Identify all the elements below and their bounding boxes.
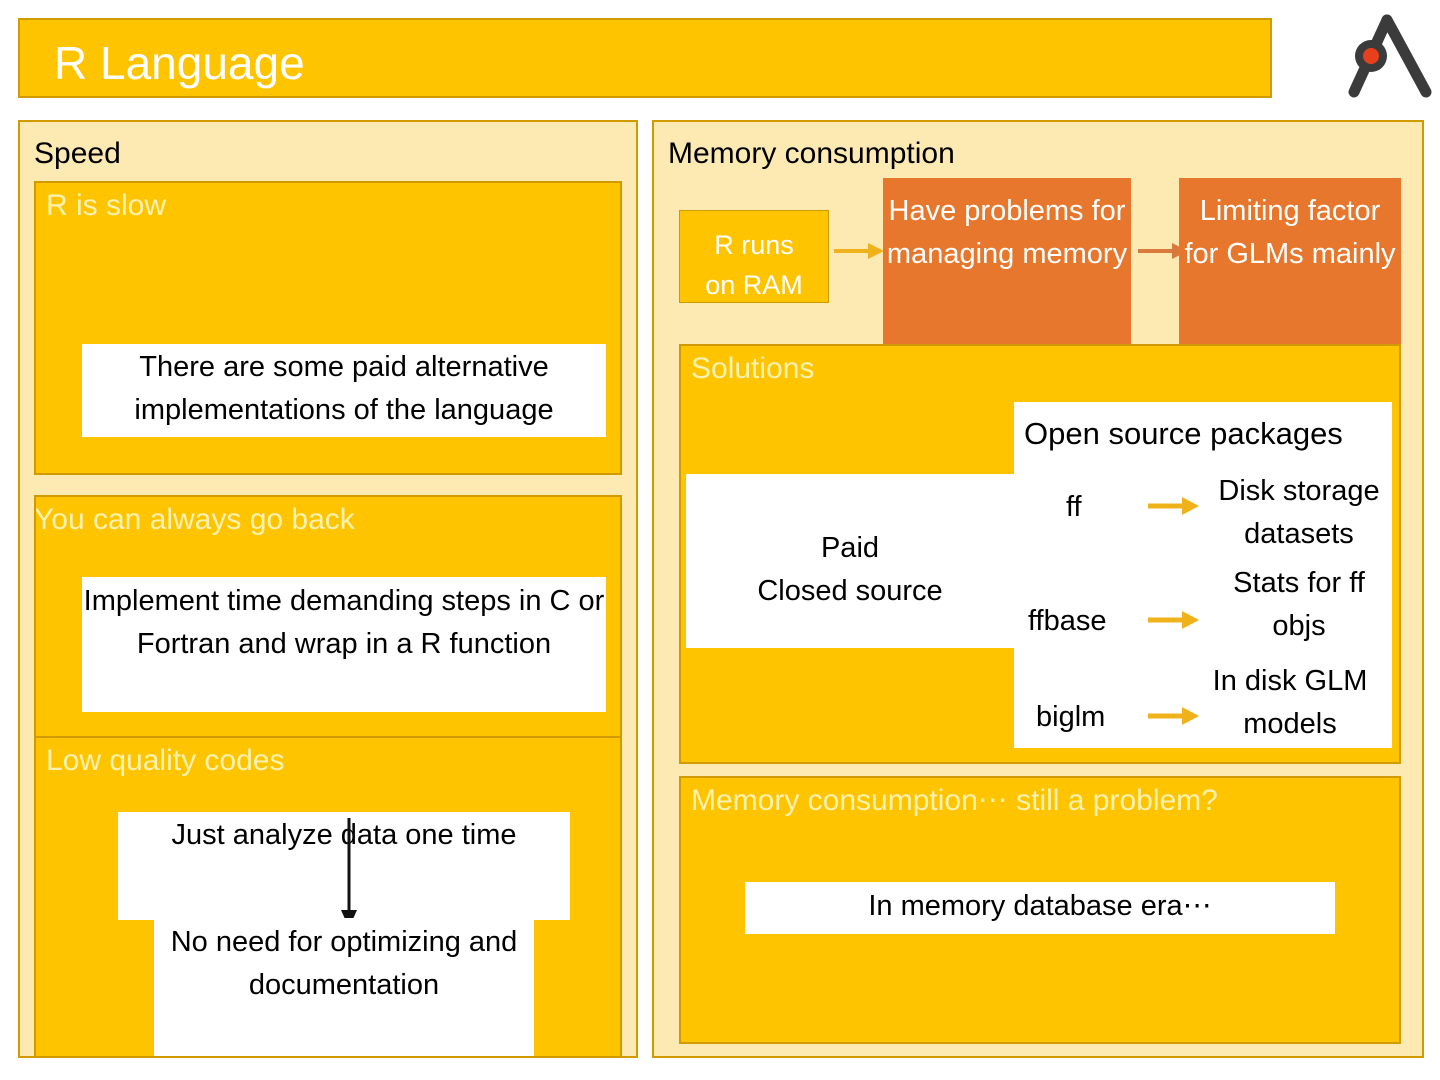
section-solutions-heading: Solutions bbox=[691, 352, 815, 385]
right-arrow-icon-ffbase bbox=[1148, 609, 1200, 636]
section-go-back-heading: You can always go back bbox=[34, 503, 355, 536]
package-desc-ffbase: Stats for ff objs bbox=[1233, 567, 1365, 642]
memory-panel-heading: Memory consumption bbox=[668, 137, 955, 170]
title-bar: R Language bbox=[18, 18, 1272, 98]
memory-consumption-panel: Memory consumption R runs on RAM Have pr… bbox=[652, 120, 1424, 1058]
note-text-analyze-once: Just analyze data one time bbox=[171, 819, 517, 851]
package-desc-biglm: In disk GLM models bbox=[1212, 665, 1368, 740]
note-box-paid-alternatives bbox=[82, 344, 606, 437]
flow-step-r-runs-on-ram-line2: on RAM bbox=[705, 270, 803, 300]
flow-step-r-runs-on-ram-line1: R runs bbox=[714, 230, 794, 260]
speed-panel-heading: Speed bbox=[34, 137, 121, 170]
note-box-in-memory-database bbox=[745, 882, 1335, 934]
right-arrow-icon-1 bbox=[834, 240, 886, 267]
note-box-analyze-once bbox=[118, 812, 570, 920]
note-text-no-need-optimizing: No need for optimizing and documentation bbox=[170, 926, 518, 1001]
package-label-ff: ff bbox=[1066, 491, 1082, 523]
paid-line-2: Closed source bbox=[757, 575, 943, 607]
package-label-ffbase: ffbase bbox=[1028, 605, 1107, 637]
right-arrow-icon-biglm bbox=[1148, 705, 1200, 732]
section-go-back: You can always go back Implement time de… bbox=[34, 495, 622, 740]
section-r-is-slow-heading: R is slow bbox=[46, 189, 167, 222]
note-box-no-need-optimizing bbox=[154, 918, 534, 1056]
note-text-paid-closed-source: Paid Closed source bbox=[686, 527, 1014, 613]
note-text-implement-c-fortran: Implement time demanding steps in C or F… bbox=[83, 585, 605, 660]
speed-panel: Speed R is slow There are some paid alte… bbox=[18, 120, 638, 1058]
note-box-implement-c-fortran bbox=[82, 577, 606, 712]
right-arrow-icon-ff bbox=[1148, 495, 1200, 522]
flow-step-limiting-factor-text: Limiting factor for GLMs mainly bbox=[1184, 195, 1396, 270]
section-r-is-slow: R is slow There are some paid alternativ… bbox=[34, 181, 622, 475]
note-box-paid-closed-source bbox=[686, 474, 1014, 648]
note-text-paid-alternatives: There are some paid alternative implemen… bbox=[134, 351, 554, 426]
flow-step-have-problems-text: Have problems for managing memory bbox=[886, 195, 1128, 270]
section-low-quality-codes: Low quality codes Just analyze data one … bbox=[34, 736, 622, 1056]
flow-step-have-problems: Have problems for managing memory bbox=[883, 178, 1131, 353]
paid-line-1: Paid bbox=[820, 532, 880, 564]
package-desc-ff: Disk storage datasets bbox=[1218, 475, 1380, 550]
package-label-biglm: biglm bbox=[1036, 701, 1106, 733]
section-low-quality-codes-heading: Low quality codes bbox=[46, 744, 285, 777]
flow-step-r-runs-on-ram: R runs on RAM bbox=[679, 210, 829, 303]
section-still-a-problem: Memory consumption⋯ still a problem? In … bbox=[679, 776, 1401, 1044]
section-still-a-problem-heading: Memory consumption⋯ still a problem? bbox=[691, 784, 1218, 817]
page-title: R Language bbox=[54, 37, 305, 89]
open-source-packages-heading: Open source packages bbox=[1024, 416, 1343, 451]
flow-step-limiting-factor: Limiting factor for GLMs mainly bbox=[1179, 178, 1401, 353]
lambda-logo-icon bbox=[1340, 12, 1436, 98]
note-text-in-memory-database: In memory database era⋯ bbox=[868, 890, 1212, 922]
note-box-open-source-packages bbox=[1014, 402, 1392, 748]
